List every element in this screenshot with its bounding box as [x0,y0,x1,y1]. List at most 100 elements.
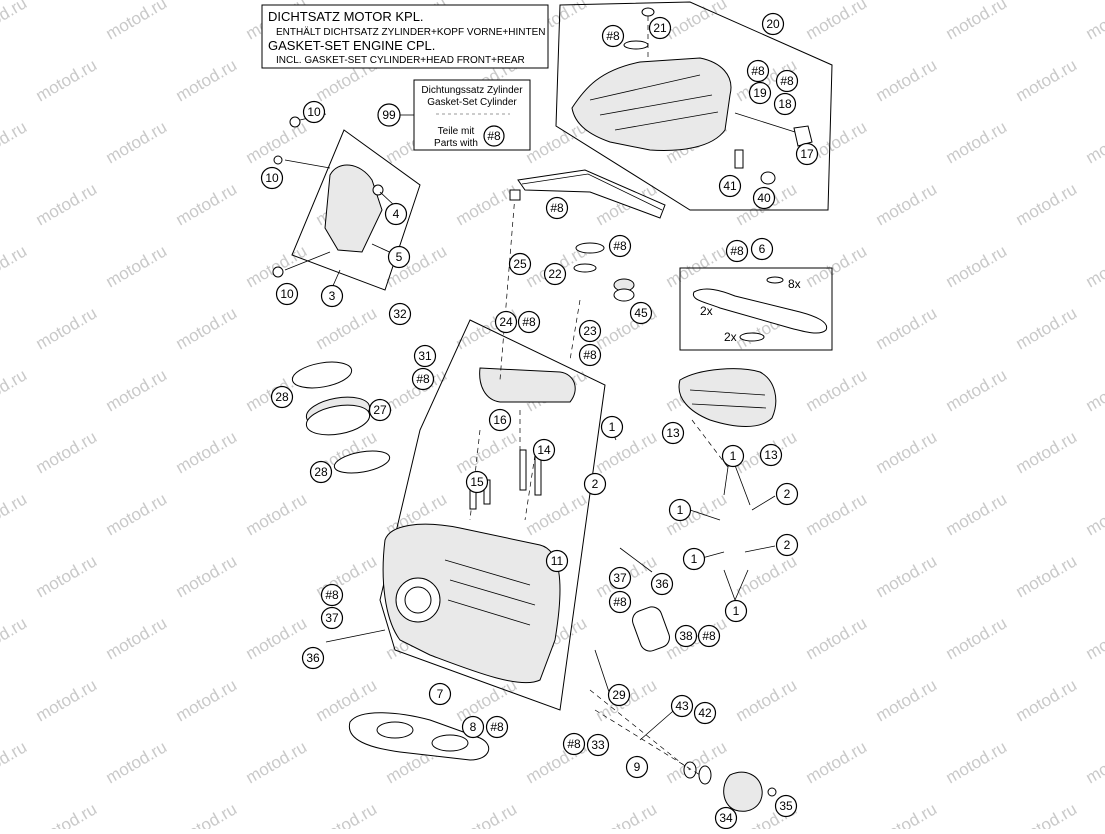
watermark-text: motod.ru [103,0,171,43]
part-callout-c1a: 1 [602,417,623,438]
svg-text:37: 37 [325,611,339,625]
part-callout-c13b: 13 [761,445,782,466]
legend-line-4: Parts with [434,138,478,149]
watermark-text: motod.ru [873,675,941,725]
watermark-text: motod.ru [1013,55,1081,105]
part-callout-c8i: #8 [699,626,720,647]
header-box: DICHTSATZ MOTOR KPL. ENTHÄLT DICHTSATZ Z… [262,5,548,68]
svg-text:4: 4 [393,207,400,221]
watermark-text: motod.ru [803,365,871,415]
svg-text:#8: #8 [583,348,597,362]
svg-text:#8: #8 [606,29,620,43]
svg-text:23: 23 [583,324,597,338]
svg-text:1: 1 [691,552,698,566]
part-callout-c8d: #8 [547,198,568,219]
part-callout-c8j: #8 [564,734,585,755]
watermark-text: motod.ru [1013,675,1081,725]
svg-text:13: 13 [666,426,680,440]
watermark-text: motod.ru [0,613,30,663]
part-callout-c24: 24 [496,312,517,333]
svg-text:7: 7 [437,687,444,701]
svg-text:#8: #8 [416,372,430,386]
part-callout-c10c: 10 [277,284,298,305]
svg-text:28: 28 [314,465,328,479]
part-callout-c8c: #8 [487,717,508,738]
svg-text:2: 2 [592,477,599,491]
svg-text:#8: #8 [487,129,501,143]
part-callout-c10a: 10 [304,102,325,123]
part-callout-c1e: 1 [726,601,747,622]
svg-text:28: 28 [275,390,289,404]
svg-text:32: 32 [393,307,407,321]
svg-text:45: 45 [634,306,648,320]
watermark-text: motod.ru [33,675,101,725]
svg-text:40: 40 [757,191,771,205]
watermark-text: motod.ru [943,241,1011,291]
header-line-1: DICHTSATZ MOTOR KPL. [268,9,424,24]
watermark-text: motod.ru [103,613,171,663]
part-callout-c40: 40 [754,188,775,209]
svg-text:38: 38 [679,629,693,643]
svg-text:16: 16 [493,413,507,427]
part-callout-c35: 35 [776,796,797,817]
part-callout-c36b: 36 [652,574,673,595]
part-callout-c34: 34 [716,808,737,829]
watermark-text: motod.ru [33,303,101,353]
svg-text:29: 29 [612,688,626,702]
svg-text:35: 35 [779,799,793,813]
part-callout-c4: 4 [386,204,407,225]
svg-text:#8: #8 [751,64,765,78]
multiplier-2x-b: 2x [724,330,737,344]
part-callout-c6: 6 [752,239,773,260]
svg-text:34: 34 [719,811,733,825]
part-callout-c1b: 1 [723,446,744,467]
watermark-text: motod.ru [803,613,871,663]
part-callout-c22: 22 [545,264,566,285]
watermark-text: motod.ru [173,55,241,105]
svg-text:19: 19 [753,86,767,100]
part-callout-c21: 21 [650,18,671,39]
watermark-text: motod.ru [33,551,101,601]
watermark-text: motod.ru [1083,365,1105,415]
watermark-text: motod.ru [1083,0,1105,43]
part-callout-c8b: #8 [322,585,343,606]
part-callout-c8m: #8 [777,71,798,92]
watermark-text: motod.ru [943,365,1011,415]
svg-text:99: 99 [382,108,396,122]
watermark-text: motod.ru [943,613,1011,663]
multiplier-8x: 8x [788,277,801,291]
svg-text:#8: #8 [522,315,536,329]
watermark-text: motod.ru [733,551,801,601]
watermark-text: motod.ru [173,427,241,477]
watermark-text: motod.ru [1083,613,1105,663]
legend-line-3: Teile mit [438,126,475,137]
watermark-text: motod.ru [33,179,101,229]
part-callout-c28a: 28 [272,387,293,408]
part-callout-c29: 29 [609,685,630,706]
part-callout-c18: 18 [775,94,796,115]
svg-text:1: 1 [730,449,737,463]
svg-text:#8: #8 [730,244,744,258]
watermark-text: motod.ru [943,0,1011,43]
svg-text:#8: #8 [613,595,627,609]
watermark-text: motod.ru [33,55,101,105]
part-callout-c10b: 10 [262,168,283,189]
svg-text:43: 43 [675,699,689,713]
svg-text:36: 36 [655,577,669,591]
watermark-text: motod.ru [313,799,381,829]
svg-text:41: 41 [723,179,737,193]
part-callout-c19: 19 [750,83,771,104]
svg-text:#8: #8 [567,737,581,751]
watermark-text: motod.ru [243,737,311,787]
svg-text:#8: #8 [780,74,794,88]
watermark-text: motod.ru [803,0,871,43]
legend-badge: #8 [484,126,504,146]
watermark-text: motod.ru [103,737,171,787]
part-callout-c37a: 37 [322,608,343,629]
part-callout-c38: 38 [676,626,697,647]
svg-text:15: 15 [470,475,484,489]
svg-text:20: 20 [766,17,780,31]
watermark-text: motod.ru [803,241,871,291]
svg-text:31: 31 [418,349,432,363]
